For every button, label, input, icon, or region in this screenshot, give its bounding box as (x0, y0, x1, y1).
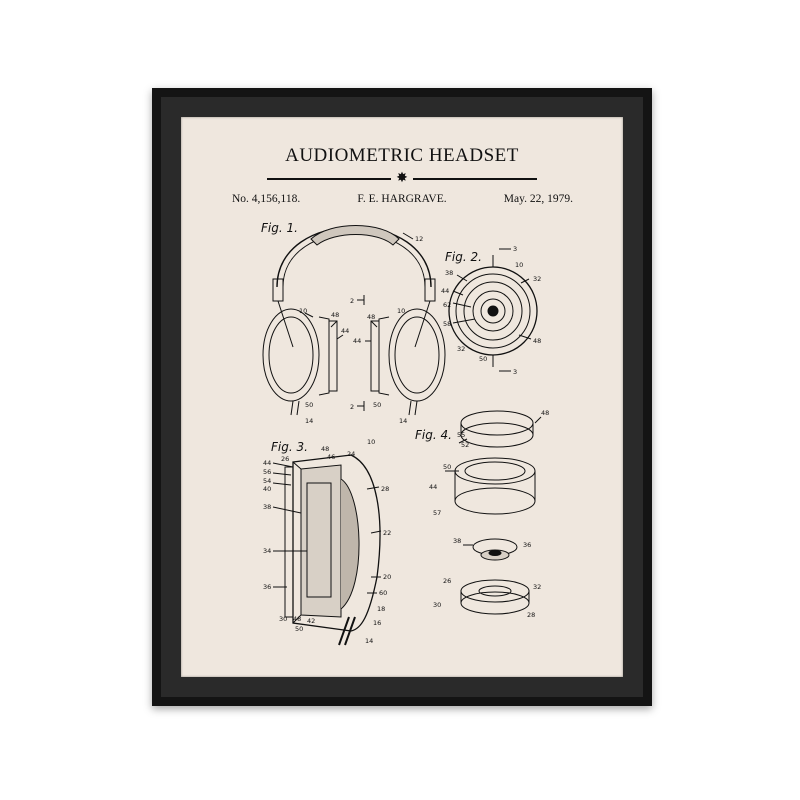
svg-text:62: 62 (443, 301, 451, 309)
fig3-reference-numerals: 10 48 46 24 44 26 56 54 40 28 38 22 34 2… (263, 438, 391, 645)
svg-text:57: 57 (433, 509, 441, 517)
svg-text:48: 48 (533, 337, 541, 345)
svg-text:10: 10 (397, 307, 405, 315)
svg-text:26: 26 (281, 455, 289, 463)
svg-text:60: 60 (379, 589, 387, 597)
svg-text:3: 3 (513, 368, 517, 376)
svg-text:28: 28 (381, 485, 389, 493)
svg-text:36: 36 (523, 541, 531, 549)
fig4-reference-numerals: 48 55 52 50 44 57 38 36 26 32 30 28 (429, 409, 549, 619)
svg-text:48: 48 (321, 445, 329, 453)
fig1-headset-drawing (262, 225, 446, 416)
svg-text:30: 30 (433, 601, 441, 609)
svg-text:48: 48 (293, 615, 301, 623)
svg-text:30: 30 (279, 615, 287, 623)
svg-text:2: 2 (350, 403, 354, 411)
svg-text:34: 34 (263, 547, 271, 555)
svg-text:10: 10 (367, 438, 375, 446)
svg-text:48: 48 (541, 409, 549, 417)
svg-text:50: 50 (305, 401, 313, 409)
fig2-reference-numerals: 10 38 32 44 62 58 48 32 50 3 3 (441, 245, 541, 376)
fig1-label: Fig. 1. (261, 221, 298, 235)
svg-text:36: 36 (263, 583, 271, 591)
svg-text:42: 42 (307, 617, 315, 625)
svg-text:52: 52 (461, 441, 469, 449)
svg-text:44: 44 (429, 483, 437, 491)
svg-text:38: 38 (263, 503, 271, 511)
svg-text:3: 3 (513, 245, 517, 253)
svg-text:24: 24 (347, 450, 355, 458)
svg-text:48: 48 (367, 313, 375, 321)
svg-text:14: 14 (365, 637, 373, 645)
svg-text:50: 50 (373, 401, 381, 409)
svg-text:16: 16 (373, 619, 381, 627)
fig2-earcup-drawing (448, 248, 538, 372)
patent-date: May. 22, 1979. (503, 193, 573, 205)
svg-text:32: 32 (457, 345, 465, 353)
fig1-reference-numerals: 12 10 48 44 48 44 10 50 14 50 14 2 2 (299, 235, 423, 425)
svg-text:46: 46 (327, 453, 335, 461)
svg-text:12: 12 (415, 235, 423, 243)
svg-text:40: 40 (263, 485, 271, 493)
svg-text:50: 50 (443, 463, 451, 471)
inventor-name: F. E. HARGRAVE. (357, 193, 447, 205)
svg-text:14: 14 (305, 417, 313, 425)
svg-text:55: 55 (457, 431, 465, 439)
svg-text:32: 32 (533, 275, 541, 283)
svg-text:50: 50 (295, 625, 303, 633)
svg-text:44: 44 (263, 459, 271, 467)
svg-text:58: 58 (443, 320, 451, 328)
patent-print: AUDIOMETRIC HEADSET ✸ No. 4,156,118. F. … (181, 117, 623, 677)
fig2-label: Fig. 2. (445, 250, 482, 264)
star-ornament-icon: ✸ (396, 171, 408, 186)
svg-text:14: 14 (399, 417, 407, 425)
svg-text:44: 44 (441, 287, 449, 295)
title-rule-right (413, 178, 537, 180)
svg-text:44: 44 (341, 327, 349, 335)
patent-title: AUDIOMETRIC HEADSET (285, 145, 519, 166)
svg-text:10: 10 (515, 261, 523, 269)
svg-text:18: 18 (377, 605, 385, 613)
patent-drawings: 12 10 48 44 48 44 10 50 14 50 14 2 2 (262, 225, 549, 646)
svg-text:32: 32 (533, 583, 541, 591)
svg-text:56: 56 (263, 468, 271, 476)
svg-text:2: 2 (350, 297, 354, 305)
svg-text:26: 26 (443, 577, 451, 585)
fig4-exploded-drawing (445, 410, 542, 615)
patent-number: No. 4,156,118. (232, 193, 301, 205)
fig3-section-drawing (272, 454, 382, 646)
svg-text:50: 50 (479, 355, 487, 363)
svg-text:48: 48 (331, 311, 339, 319)
svg-text:38: 38 (453, 537, 461, 545)
svg-text:38: 38 (445, 269, 453, 277)
svg-text:20: 20 (383, 573, 391, 581)
fig4-label: Fig. 4. (415, 428, 452, 442)
title-rule-left (267, 178, 391, 180)
svg-text:22: 22 (383, 529, 391, 537)
svg-text:10: 10 (299, 307, 307, 315)
svg-text:28: 28 (527, 611, 535, 619)
svg-text:44: 44 (353, 337, 361, 345)
fig3-label: Fig. 3. (271, 440, 308, 454)
svg-text:54: 54 (263, 477, 271, 485)
